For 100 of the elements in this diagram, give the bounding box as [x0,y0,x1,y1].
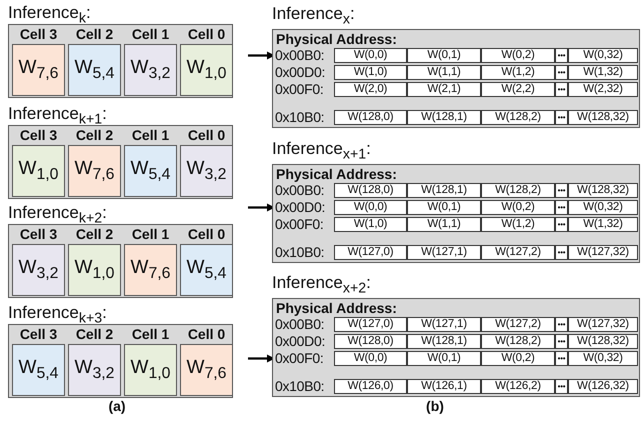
cell-label: Cell 3 [18,127,58,144]
address-label: 0x00B0: [275,183,333,198]
cell-label: Cell 1 [130,326,170,343]
cell-label: Cell 1 [130,26,170,43]
cell-label: Cell 2 [74,127,114,144]
panel-heading: Inference$_{x+2}$: [272,273,371,298]
weight-entry: W(128,0) [334,183,407,198]
ellipsis-cell: ••• [555,217,568,232]
ellipsis-cell: ••• [555,82,568,97]
weight-entry: W(127,32) [568,245,638,260]
cell-label: Cell 2 [74,226,114,243]
address-label: 0x00B0: [275,317,333,332]
weight-label: W$_{5,4}$ [18,357,58,383]
cell-label: Cell 2 [74,326,114,343]
panel-caption: (b) [426,398,444,414]
weight-entry: W(1,1) [407,217,481,232]
address-label: 0x00B0: [275,48,333,63]
ellipsis-cell: ••• [555,334,568,349]
ellipsis-cell: ••• [555,110,568,125]
weight-entry: W(128,0) [334,334,407,349]
weight-entry: W(2,0) [334,82,407,97]
address-label: 0x00F0: [275,217,333,232]
section-heading: Physical Address: [276,31,397,47]
weight-label: W$_{7,6}$ [18,57,58,83]
panel-caption: (a) [108,398,126,414]
cell-label: Cell 0 [186,127,226,144]
weight-label: W$_{1,0}$ [18,158,58,184]
address-label: 0x00D0: [275,65,333,80]
weight-label: W$_{1,0}$ [130,357,170,383]
panel-heading: Inference$_{x+1}$: [272,139,371,164]
weight-entry: W(0,2) [481,200,555,215]
weight-entry: W(0,1) [407,351,481,366]
weight-entry: W(0,1) [407,200,481,215]
panel-heading: Inference$_{x}$: [272,4,355,30]
cell-label: Cell 3 [18,326,58,343]
weight-entry: W(128,1) [407,334,481,349]
address-label: 0x00F0: [275,82,333,97]
panel-heading: Inference$_{k+3}$: [8,303,107,328]
cell-label: Cell 0 [186,26,226,43]
address-label: 0x10B0: [275,379,333,394]
weight-label: W$_{7,6}$ [130,257,170,283]
address-label: 0x10B0: [275,245,333,260]
weight-label: W$_{1,0}$ [74,257,114,283]
weight-entry: W(0,0) [334,48,407,63]
address-label: 0x10B0: [275,110,333,125]
weight-entry: W(0,32) [568,351,638,366]
weight-entry: W(127,2) [481,245,555,260]
ellipsis-cell: ••• [555,48,568,63]
weight-label: W$_{3,2}$ [18,257,58,283]
weight-entry: W(2,1) [407,82,481,97]
weight-entry: W(1,2) [481,217,555,232]
address-label: 0x00D0: [275,200,333,215]
panel-heading: Inference$_{k}$: [8,3,91,28]
weight-label: W$_{3,2}$ [130,57,170,83]
weight-label: W$_{5,4}$ [186,257,226,283]
weight-entry: W(0,2) [481,351,555,366]
weight-entry: W(1,32) [568,217,638,232]
weight-entry: W(128,32) [568,110,638,125]
weight-entry: W(1,0) [334,217,407,232]
section-heading: Physical Address: [276,166,397,182]
weight-entry: W(127,2) [481,317,555,332]
weight-entry: W(1,32) [568,65,638,80]
weight-entry: W(0,32) [568,200,638,215]
weight-entry: W(127,1) [407,317,481,332]
ellipsis-cell: ••• [555,379,568,394]
weight-entry: W(127,1) [407,245,481,260]
weight-entry: W(128,2) [481,183,555,198]
address-label: 0x00F0: [275,351,333,366]
weight-entry: W(128,1) [407,110,481,125]
weight-entry: W(0,0) [334,200,407,215]
ellipsis-cell: ••• [555,65,568,80]
weight-entry: W(1,1) [407,65,481,80]
weight-entry: W(128,1) [407,183,481,198]
ellipsis-cell: ••• [555,351,568,366]
weight-entry: W(2,32) [568,82,638,97]
weight-entry: W(0,32) [568,48,638,63]
weight-entry: W(126,1) [407,379,481,394]
cell-label: Cell 1 [130,127,170,144]
section-heading: Physical Address: [276,300,397,316]
weight-entry: W(1,2) [481,65,555,80]
cell-label: Cell 3 [18,26,58,43]
ellipsis-cell: ••• [555,245,568,260]
address-label: 0x00D0: [275,334,333,349]
weight-entry: W(128,32) [568,334,638,349]
weight-entry: W(127,0) [334,317,407,332]
ellipsis-cell: ••• [555,200,568,215]
weight-entry: W(127,0) [334,245,407,260]
weight-label: W$_{7,6}$ [186,357,226,383]
weight-entry: W(128,0) [334,110,407,125]
weight-label: W$_{1,0}$ [186,57,226,83]
weight-entry: W(0,0) [334,351,407,366]
weight-entry: W(128,32) [568,183,638,198]
weight-entry: W(1,0) [334,65,407,80]
weight-entry: W(127,32) [568,317,638,332]
cell-label: Cell 0 [186,326,226,343]
weight-label: W$_{3,2}$ [74,357,114,383]
ellipsis-cell: ••• [555,183,568,198]
cell-label: Cell 2 [74,26,114,43]
weight-entry: W(126,0) [334,379,407,394]
weight-label: W$_{3,2}$ [186,158,226,184]
